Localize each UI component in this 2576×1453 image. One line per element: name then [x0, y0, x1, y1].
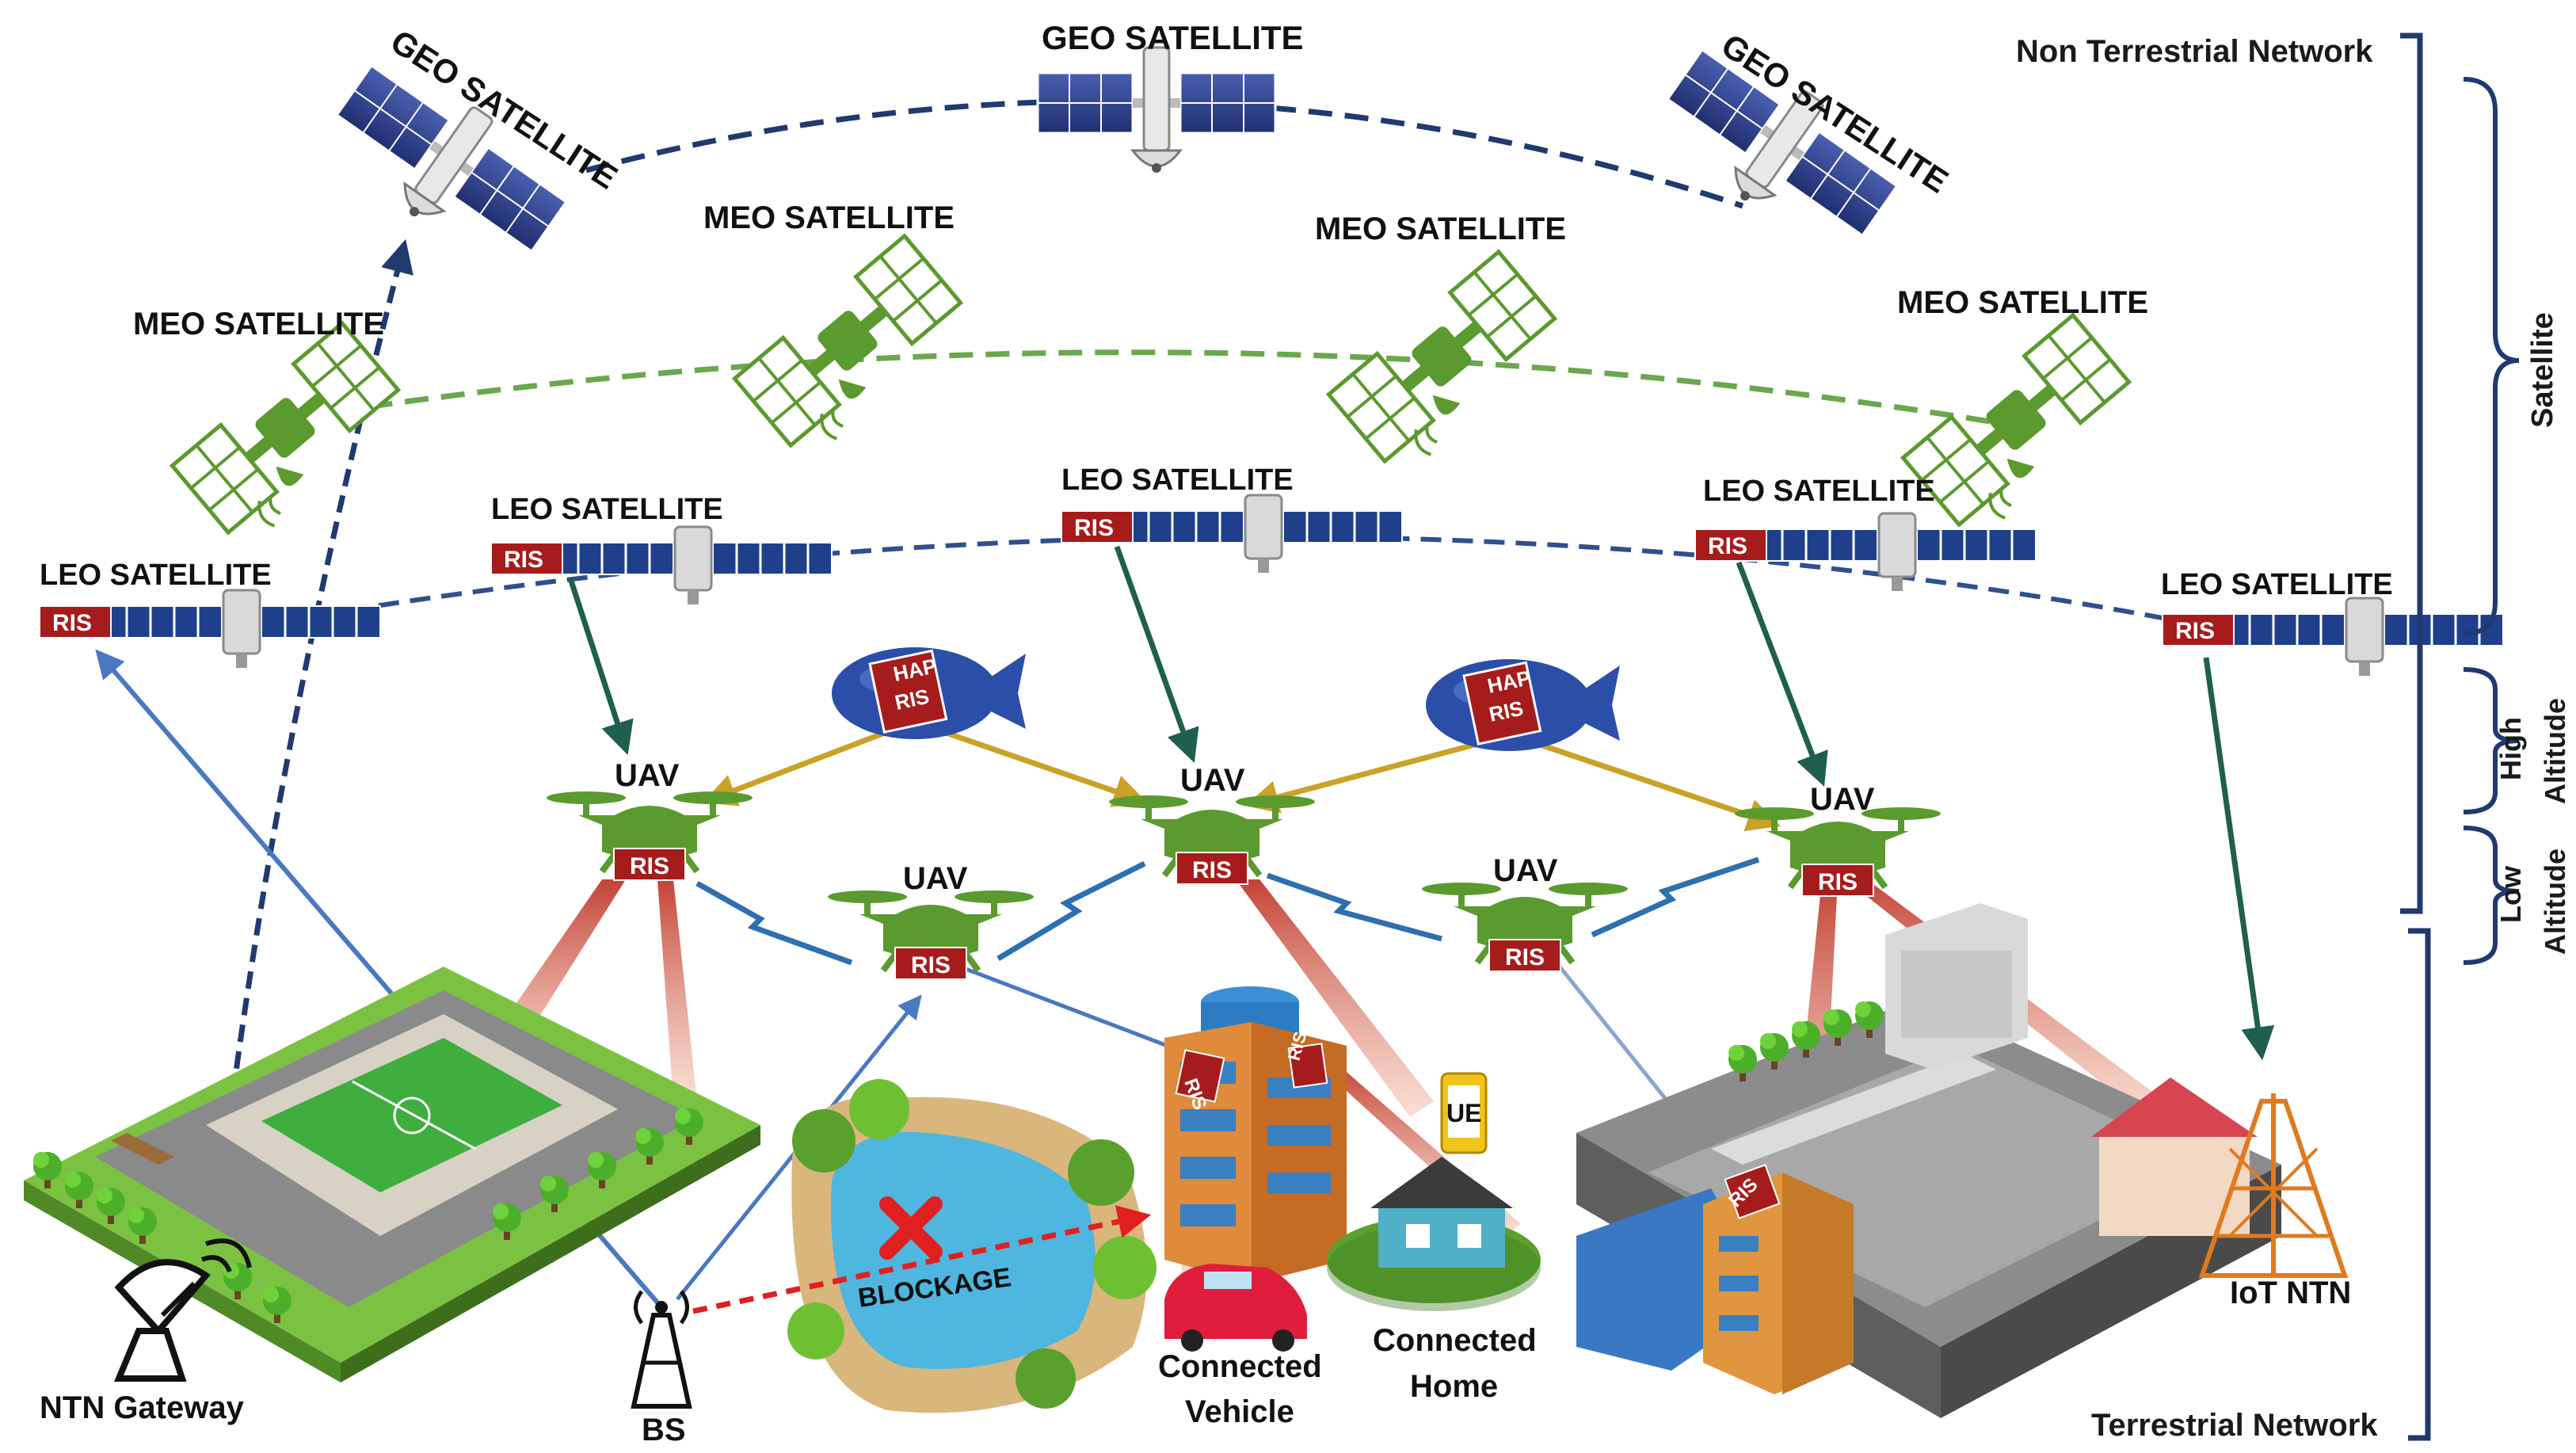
city-block: [1576, 903, 2281, 1418]
connected-vehicle-label-2: Vehicle: [1185, 1394, 1294, 1429]
stadium-block: [24, 967, 760, 1382]
meo-satellite-4: [1903, 315, 2144, 543]
high-altitude-label-1: High: [2494, 717, 2527, 780]
bs-label: BS: [642, 1413, 686, 1447]
non-terrestrial-label: Non Terrestrial Network: [2016, 34, 2373, 69]
leo-ris-5: RIS: [2175, 618, 2215, 644]
iot-tower: [2198, 1093, 2349, 1278]
high-altitude-bracket: [2463, 667, 2520, 814]
meo-orbit: [332, 349, 2029, 431]
meo-label-4: MEO SATELLITE: [1897, 285, 2148, 320]
geo-label-center: GEO SATELLITE: [1042, 19, 1304, 56]
leo-label-1: LEO SATELLITE: [40, 559, 272, 592]
uav-ris-3: RIS: [1192, 857, 1232, 883]
connected-vehicle: [1164, 1264, 1307, 1352]
central-building: [1164, 986, 1347, 1283]
connected-home: [1327, 1157, 1541, 1311]
uav-building-link: [938, 956, 1193, 1058]
uav-label-4: UAV: [1493, 853, 1558, 888]
blocked-link: [692, 1205, 1152, 1314]
high-altitude-label-2: Altitude: [2539, 698, 2571, 804]
ntn-gateway-icon: [114, 1238, 252, 1382]
satellite-bracket: [2463, 77, 2520, 636]
uav-label-3: UAV: [1180, 763, 1245, 798]
leo-uav-link-2: [1114, 545, 1199, 763]
meo-satellite-1: [172, 323, 413, 551]
uav-ris-5: RIS: [1818, 869, 1858, 895]
low-altitude-label-2: Altitude: [2539, 849, 2571, 955]
leo-ris-1: RIS: [52, 610, 92, 636]
ue-label: UE: [1446, 1099, 1481, 1127]
meo-satellite-2: [734, 236, 976, 464]
connected-home-label-2: Home: [1410, 1369, 1498, 1404]
meo-label-2: MEO SATELLITE: [703, 200, 955, 235]
tn-bracket: [2408, 928, 2431, 1441]
leo-ris-3: RIS: [1074, 515, 1114, 541]
ntn-gateway-label: NTN Gateway: [40, 1390, 245, 1425]
meo-label-3: MEO SATELLITE: [1315, 212, 1566, 246]
leo-uav-link-3: [1736, 561, 1828, 787]
leo-label-3: LEO SATELLITE: [1061, 463, 1294, 497]
connected-vehicle-label-1: Connected: [1158, 1349, 1322, 1384]
meo-label-1: MEO SATELLITE: [133, 307, 384, 341]
terrestrial-label: Terrestrial Network: [2091, 1408, 2378, 1443]
leo-ris-2: RIS: [504, 547, 543, 573]
uav-ris-1: RIS: [630, 853, 669, 879]
uav-ris-2: RIS: [911, 952, 951, 978]
ue-phone: [1440, 1072, 1488, 1154]
leo-label-4: LEO SATELLITE: [1703, 475, 1935, 508]
uav-ris-4: RIS: [1505, 944, 1545, 971]
leo-uav-link-1: [567, 577, 634, 755]
leo-label-5: LEO SATELLITE: [2161, 568, 2393, 601]
iot-ntn-label: IoT NTN: [2230, 1276, 2351, 1310]
connected-home-label-1: Connected: [1373, 1323, 1537, 1358]
leo-label-2: LEO SATELLITE: [491, 493, 723, 526]
uav-label-5: UAV: [1810, 782, 1875, 817]
leo-iot-link: [2203, 657, 2275, 1061]
satellite-label: Satellite: [2526, 312, 2559, 428]
geo-satellite-center: [1036, 46, 1277, 174]
uav-label-2: UAV: [903, 861, 968, 896]
low-altitude-label-1: Low: [2494, 865, 2527, 923]
leo-ris-4: RIS: [1708, 533, 1747, 559]
lake-island: [787, 1079, 1157, 1413]
bs-tower-icon: [631, 1290, 692, 1409]
uav-label-1: UAV: [615, 758, 680, 793]
low-altitude-bracket: [2463, 826, 2520, 965]
ntn-bracket: [2400, 32, 2423, 914]
